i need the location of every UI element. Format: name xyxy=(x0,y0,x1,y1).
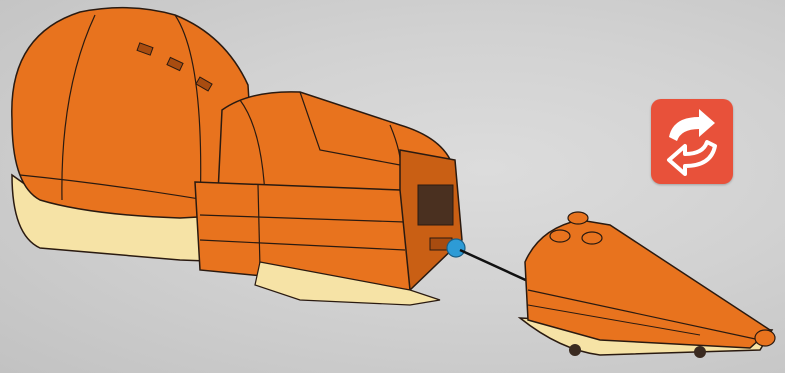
main-body-assembly xyxy=(12,8,465,305)
rotate-arrows-icon xyxy=(651,99,733,184)
stud xyxy=(550,230,570,242)
wheel xyxy=(569,344,581,356)
connector-point xyxy=(447,239,465,257)
wedge-nose xyxy=(755,330,775,346)
stud xyxy=(568,212,588,224)
assembly-guide-line xyxy=(460,250,530,282)
wedge-part xyxy=(520,212,775,358)
rotate-model-button[interactable] xyxy=(651,99,733,184)
wheel xyxy=(694,346,706,358)
stud xyxy=(582,232,602,244)
